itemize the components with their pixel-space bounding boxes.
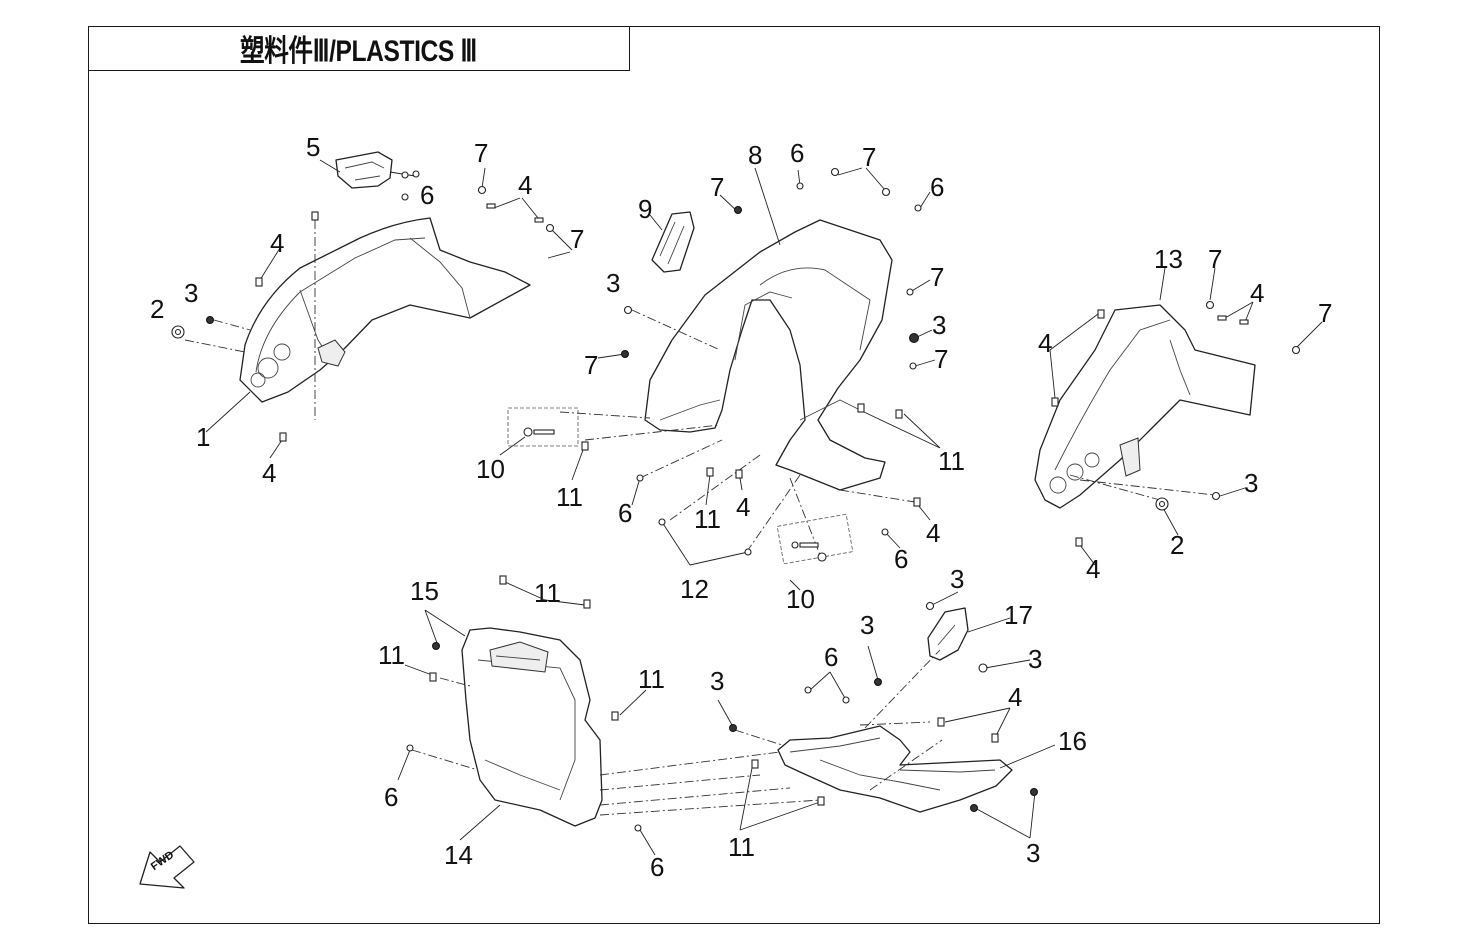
page-title: 塑料件Ⅲ/PLASTICS Ⅲ: [240, 35, 477, 68]
callout-4: 4: [518, 170, 532, 200]
callout-7: 7: [710, 172, 724, 202]
drawing-frame: [88, 26, 1380, 924]
part-13-right-fender: [1034, 304, 1256, 509]
callout-8: 8: [748, 140, 762, 170]
callout-3: 3: [606, 268, 620, 298]
part-8-center-panel: [644, 219, 893, 491]
callout-4: 4: [1008, 682, 1022, 712]
part-16-skid-plate: [777, 725, 1013, 813]
callout-3: 3: [1026, 838, 1040, 868]
callout-6: 6: [930, 172, 944, 202]
callout-17: 17: [1004, 600, 1033, 630]
callout-2: 2: [1170, 530, 1184, 560]
callout-3: 3: [184, 278, 198, 308]
callout-4: 4: [1250, 278, 1264, 308]
callout-1: 1: [196, 422, 210, 452]
part-17-bracket: [927, 607, 969, 661]
callout-2: 2: [150, 294, 164, 324]
part-5-bracket: [335, 151, 393, 189]
callout-4: 4: [270, 228, 284, 258]
callout-6: 6: [420, 180, 434, 210]
callout-4: 4: [736, 492, 750, 522]
callout-4: 4: [1086, 554, 1100, 584]
part-9-cover: [651, 211, 695, 273]
callout-3: 3: [932, 310, 946, 340]
callout-7: 7: [474, 138, 488, 168]
callout-6: 6: [790, 138, 804, 168]
callout-7: 7: [570, 224, 584, 254]
callout-11: 11: [638, 664, 665, 694]
part-10-box-left: [507, 407, 579, 447]
callout-7: 7: [934, 344, 948, 374]
callout-11: 11: [694, 504, 721, 534]
part-14-lower-panel: [461, 627, 603, 827]
part-10-box-right: [776, 513, 854, 565]
callout-12: 12: [680, 574, 709, 604]
callout-3: 3: [710, 666, 724, 696]
callout-6: 6: [618, 498, 632, 528]
part-1-left-fender: [239, 217, 531, 403]
callout-3: 3: [860, 610, 874, 640]
callout-7: 7: [1208, 244, 1222, 274]
callout-6: 6: [824, 642, 838, 672]
callout-labels: 1 2 3 4 5 6 7 4 7 4 9 8 7 6 7 6 3 7 7 3 …: [150, 132, 1332, 882]
fasteners: [171, 167, 1301, 832]
callout-11: 11: [728, 832, 755, 862]
callout-9: 9: [638, 194, 652, 224]
skid-plate-assembly: [777, 607, 1013, 813]
left-fender-assembly: [239, 151, 531, 403]
center-panel-assembly: [644, 211, 893, 491]
leader-lines: [184, 159, 1323, 856]
callout-11: 11: [938, 446, 965, 476]
callout-16: 16: [1058, 726, 1087, 756]
callout-10: 10: [476, 454, 505, 484]
callout-13: 13: [1154, 244, 1183, 274]
callout-3: 3: [1244, 468, 1258, 498]
part-4-clip: [255, 277, 263, 287]
callout-6: 6: [650, 852, 664, 882]
right-fender-assembly: [1034, 304, 1256, 509]
callout-15: 15: [410, 576, 439, 606]
callout-11: 11: [534, 578, 561, 608]
callout-7: 7: [862, 142, 876, 172]
callout-4: 4: [1038, 328, 1052, 358]
callout-7: 7: [584, 350, 598, 380]
callout-3: 3: [950, 564, 964, 594]
callout-11: 11: [378, 640, 405, 670]
lower-panel-assembly: [461, 627, 603, 827]
title-box: 塑料件Ⅲ/PLASTICS Ⅲ: [88, 26, 630, 71]
fwd-arrow-icon: [139, 845, 195, 889]
callout-14: 14: [444, 840, 473, 870]
callout-5: 5: [306, 132, 320, 162]
callout-7: 7: [930, 262, 944, 292]
callout-4: 4: [262, 458, 276, 488]
part-3-screw: [206, 316, 214, 324]
callout-10: 10: [786, 584, 815, 614]
callout-3: 3: [1028, 644, 1042, 674]
callout-4: 4: [926, 518, 940, 548]
callout-6: 6: [384, 782, 398, 812]
callout-11: 11: [556, 482, 583, 512]
callout-7: 7: [1318, 298, 1332, 328]
callout-6: 6: [894, 544, 908, 574]
